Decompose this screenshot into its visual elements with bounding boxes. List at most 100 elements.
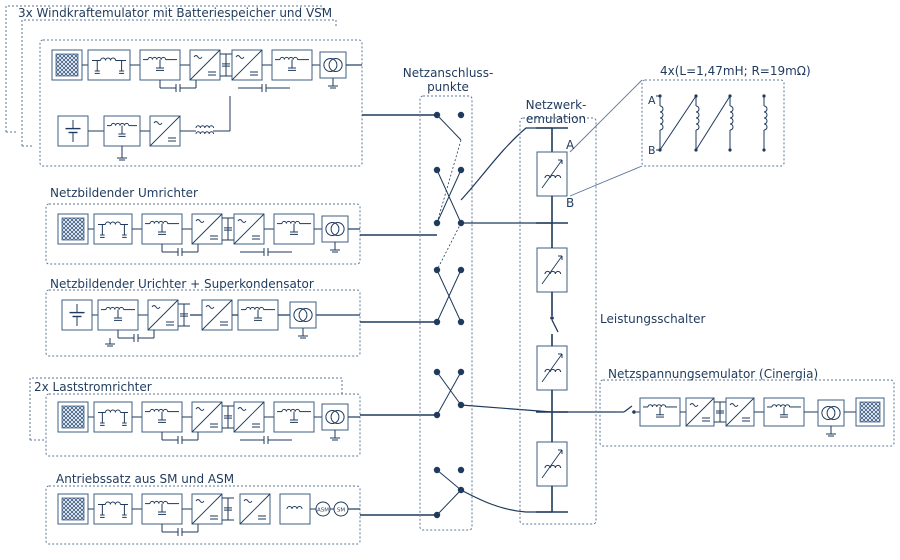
filter-box: [93, 401, 133, 433]
impedance-node-a: A: [648, 94, 656, 107]
inductor-icon: [104, 409, 121, 413]
transformer-icon: [323, 58, 338, 72]
drive-frame: [45, 485, 361, 545]
ac-symbol: [237, 219, 247, 223]
grid-forming-sc-row: [61, 299, 360, 347]
grid-emulator-title: Netzspannungsemulator (Cinergia): [608, 367, 819, 381]
impedance-node-b: B: [648, 144, 656, 157]
wind-emulator-block: [5, 5, 363, 167]
breaker-switch: [551, 319, 559, 333]
connection-point-right: [457, 466, 465, 474]
inductor-icon: [104, 501, 121, 505]
grid-source-icon: [61, 497, 85, 521]
load-title: 2x Laststromrichter: [34, 380, 152, 394]
inductor-icon: [286, 506, 303, 510]
inductor-icon: [281, 408, 301, 412]
impedance-zoom-lines: [569, 79, 643, 197]
inductor-icon: [149, 220, 169, 224]
inductor-icon: [245, 306, 265, 310]
inset-node-bottom: [728, 148, 732, 152]
inductor-icon: [771, 404, 791, 408]
breaker-label: Leistungsschalter: [600, 312, 706, 326]
filter-box: [93, 493, 133, 525]
grid-breaker: [623, 405, 633, 413]
machine-filter-box: [279, 493, 311, 525]
connection-points: [433, 111, 615, 519]
wind-row-2: [57, 96, 231, 161]
grid-forming-sc-title: Netzbildender Urichter + Superkondensato…: [50, 277, 314, 291]
wind-emulator-title: 3x Windkraftemulator mit Batteriespeiche…: [18, 6, 333, 20]
inset-inductor-1: [659, 105, 664, 131]
inductor-icon: [147, 56, 167, 60]
inductor-icon: [281, 220, 301, 224]
grid-forming-frame: [45, 203, 361, 265]
ac-symbol: [729, 403, 739, 407]
transformer-icon: [821, 406, 836, 420]
grid-emulator-row: [615, 397, 885, 437]
inductor-icon: [104, 221, 121, 225]
switch-link: [436, 269, 462, 323]
grid-forming-row: [57, 213, 360, 256]
load-block: [29, 377, 361, 457]
load-frame: [45, 393, 361, 457]
network-emulation-title-1: Netzwerk-: [525, 98, 587, 112]
connection-points-title-2: punkte: [427, 80, 469, 94]
grid-forming-sc-frame: [45, 289, 361, 357]
network-tie-3: [460, 404, 615, 413]
inductor-icon: [647, 404, 667, 408]
load-row: [57, 401, 360, 444]
connection-point-right: [457, 111, 465, 119]
network-node-b: B: [566, 196, 575, 210]
network-emulation-title-2: emulation: [525, 112, 587, 126]
inductor-icon: [544, 464, 562, 469]
switch-link: [436, 469, 462, 491]
asm-motor-label: ASM: [317, 508, 329, 514]
ac-symbol: [153, 121, 163, 125]
grid-emulator-frame: [599, 379, 895, 447]
grid-source-icon: [55, 53, 79, 77]
impedance-inset-frame: [641, 79, 785, 167]
switch-link: [436, 114, 462, 141]
wind-row-1: [51, 49, 362, 92]
connection-points-frame: [419, 95, 473, 531]
wind-emulator-frame: [39, 39, 363, 167]
inductor-icon: [149, 500, 169, 504]
transformer-icon: [325, 222, 340, 236]
ac-symbol: [195, 219, 205, 223]
grid-breaker-contact: [632, 410, 636, 414]
inset-series-link: [659, 95, 697, 151]
ac-symbol: [689, 403, 699, 407]
connection-points-title-1: Netzanschluss-: [402, 66, 494, 80]
inductor-icon: [100, 57, 117, 61]
filter-box: [93, 213, 133, 245]
inductor-icon: [544, 174, 562, 179]
network-tie-4: [460, 489, 552, 513]
grid-forming-title: Netzbildender Umrichter: [50, 186, 198, 200]
inset-series-link: [695, 95, 731, 151]
ac-symbol: [195, 499, 205, 503]
filter-box: [87, 49, 131, 81]
drive-title: Antriebssatz aus SM und ASM: [56, 472, 235, 486]
breaker-contact: [550, 316, 554, 320]
inductor-icon: [149, 408, 169, 412]
transformer-icon: [325, 410, 340, 424]
inductor-icon: [105, 306, 125, 310]
inductor-icon: [544, 368, 562, 373]
impedance-title: 4x(L=1,47mH; R=19mΩ): [660, 64, 811, 78]
network-emulation: [536, 127, 568, 513]
ac-symbol: [243, 499, 253, 503]
switch-link: [436, 169, 462, 224]
inductor-icon: [544, 270, 562, 275]
impedance-inset: [656, 94, 768, 152]
grid-source-icon: [859, 401, 881, 423]
network-tie-1: [460, 127, 552, 201]
ac-symbol: [237, 407, 247, 411]
ac-symbol: [151, 305, 161, 309]
switch-link: [436, 371, 462, 406]
switch-link: [436, 489, 462, 516]
inset-inductor-2: [695, 105, 700, 131]
network-emulation-frame: [519, 117, 597, 525]
switch-link: [436, 371, 462, 416]
